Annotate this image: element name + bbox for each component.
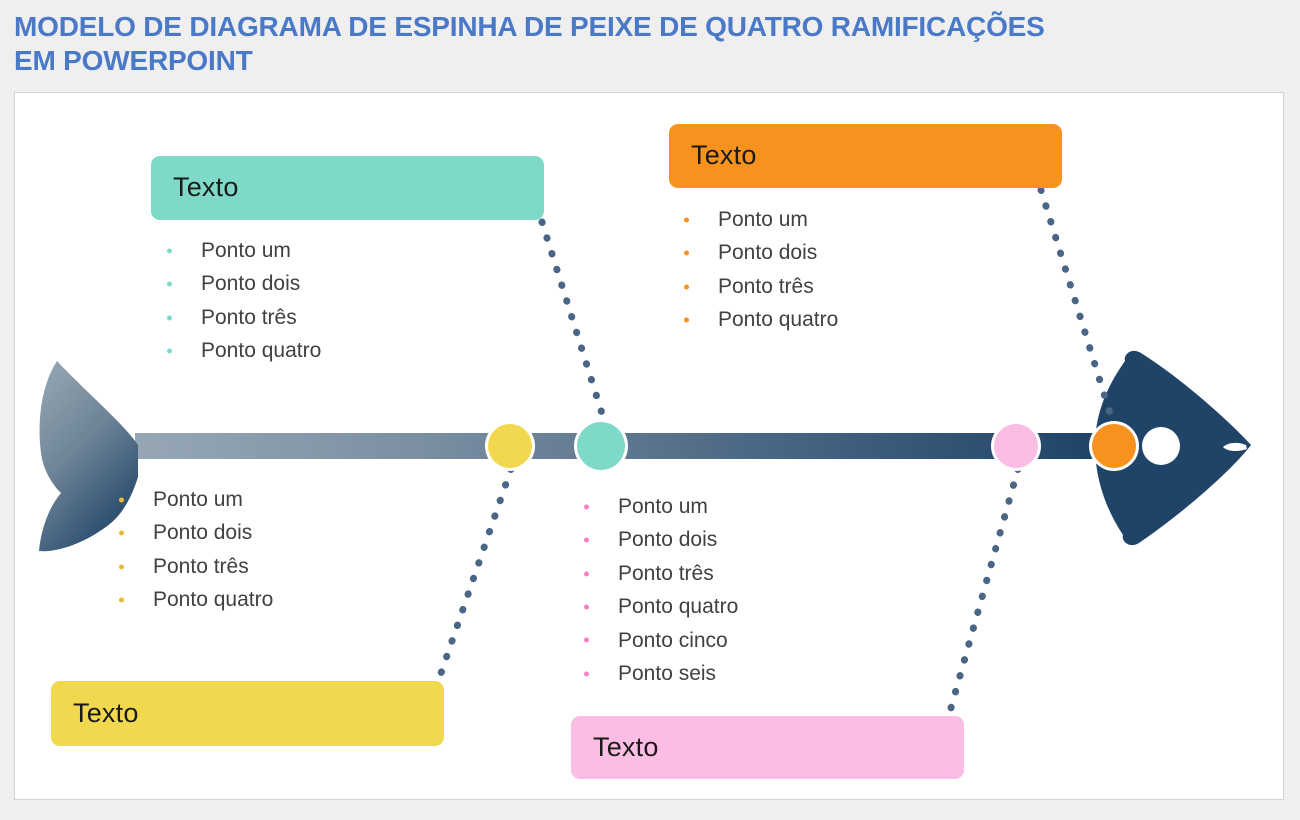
bullet-icon (584, 537, 589, 543)
category-label-pink: Texto (593, 731, 659, 762)
bullet-icon (167, 281, 172, 287)
list-item: Ponto dois (580, 523, 738, 556)
category-box-yellow[interactable]: Texto (51, 681, 444, 746)
list-item-label: Ponto um (201, 239, 291, 262)
list-item: Ponto um (580, 490, 738, 523)
list-item-label: Ponto três (201, 305, 297, 329)
list-item: Ponto três (115, 550, 273, 583)
bullet-icon (684, 250, 689, 256)
category-box-pink[interactable]: Texto (571, 716, 964, 779)
list-item-label: Ponto um (618, 495, 708, 518)
list-item: Ponto três (680, 270, 838, 303)
bullet-icon (684, 284, 689, 290)
list-item: Ponto três (580, 557, 738, 590)
connector-yellow (435, 465, 515, 683)
connector-teal (538, 218, 609, 427)
category-label-yellow: Texto (73, 697, 139, 728)
fish-mouth (1223, 442, 1247, 452)
node-teal[interactable] (577, 422, 625, 470)
list-item-label: Ponto dois (618, 528, 718, 552)
list-item-label: Ponto um (718, 208, 808, 231)
connector-orange (1037, 186, 1117, 427)
category-label-orange: Texto (691, 139, 757, 170)
list-item: Ponto dois (163, 267, 321, 300)
list-item: Ponto cinco (580, 624, 738, 657)
fish-eye (1142, 427, 1180, 465)
bullet-list-orange: Ponto um Ponto dois Ponto três Ponto qua… (680, 203, 838, 337)
bullet-icon (119, 497, 124, 503)
list-item-label: Ponto dois (201, 272, 301, 296)
category-label-teal: Texto (173, 171, 239, 202)
list-item: Ponto quatro (580, 590, 738, 623)
list-item: Ponto quatro (115, 583, 273, 616)
list-item-label: Ponto dois (718, 241, 818, 265)
list-item-label: Ponto quatro (718, 308, 839, 332)
list-item-label: Ponto cinco (618, 628, 728, 652)
list-item: Ponto seis (580, 657, 738, 690)
bullet-icon (167, 248, 172, 254)
bullet-icon (584, 504, 589, 510)
node-orange[interactable] (1092, 424, 1136, 468)
list-item: Ponto dois (680, 236, 838, 269)
bullet-icon (684, 217, 689, 223)
slide-panel: Texto Ponto um Ponto dois Ponto três Pon… (14, 92, 1284, 800)
bullet-list-pink: Ponto um Ponto dois Ponto três Ponto qua… (580, 490, 738, 690)
list-item: Ponto um (680, 203, 838, 236)
category-box-orange[interactable]: Texto (669, 124, 1062, 188)
list-item: Ponto um (163, 234, 321, 267)
bullet-icon (167, 315, 172, 321)
bullet-icon (119, 530, 124, 536)
bullet-list-teal: Ponto um Ponto dois Ponto três Ponto qua… (163, 234, 321, 368)
bullet-icon (167, 348, 172, 354)
page-title: MODELO DE DIAGRAMA DE ESPINHA DE PEIXE D… (14, 11, 1045, 77)
bullet-icon (584, 671, 589, 677)
bullet-icon (584, 571, 589, 577)
list-item: Ponto um (115, 483, 273, 516)
node-pink[interactable] (994, 424, 1038, 468)
list-item-label: Ponto três (153, 554, 249, 578)
bullet-icon (119, 597, 124, 603)
list-item-label: Ponto dois (153, 521, 253, 545)
list-item: Ponto quatro (680, 303, 838, 336)
node-yellow[interactable] (488, 424, 532, 468)
list-item-label: Ponto quatro (618, 595, 739, 619)
list-item-label: Ponto quatro (153, 588, 274, 612)
list-item-label: Ponto quatro (201, 339, 322, 363)
list-item-label: Ponto três (618, 561, 714, 585)
fishbone-graphic (39, 186, 1251, 719)
connector-pink (945, 465, 1022, 719)
bullet-icon (584, 604, 589, 610)
category-box-teal[interactable]: Texto (151, 156, 544, 220)
bullet-icon (684, 317, 689, 323)
list-item: Ponto três (163, 301, 321, 334)
bullet-list-yellow: Ponto um Ponto dois Ponto três Ponto qua… (115, 483, 273, 617)
bullet-icon (119, 564, 124, 570)
list-item: Ponto quatro (163, 334, 321, 367)
fish-head (1095, 350, 1251, 546)
list-item-label: Ponto seis (618, 662, 717, 686)
bullet-icon (584, 637, 589, 643)
list-item: Ponto dois (115, 516, 273, 549)
fish-tail (39, 361, 138, 552)
fishbone-diagram: Texto Ponto um Ponto dois Ponto três Pon… (15, 93, 1283, 799)
list-item-label: Ponto três (718, 274, 814, 298)
list-item-label: Ponto um (153, 488, 243, 511)
